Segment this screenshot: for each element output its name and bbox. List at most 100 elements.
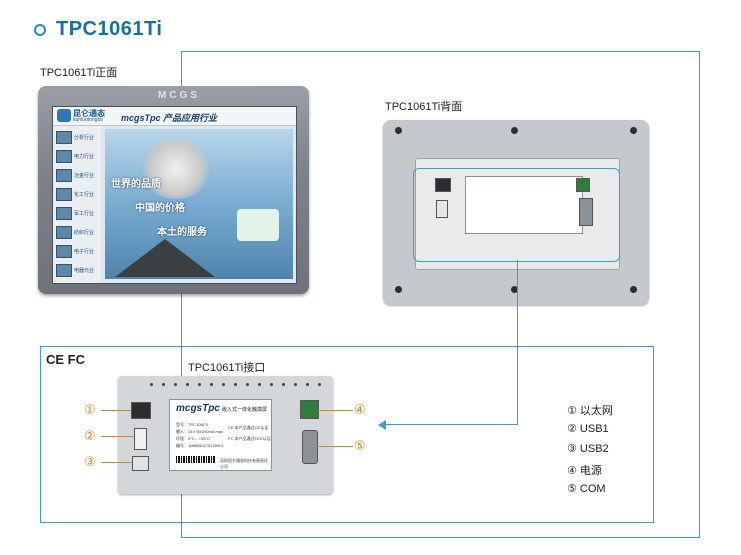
barcode-graphic (176, 456, 216, 463)
thumbnail-icon (56, 244, 72, 258)
screen-menu-item: 电力行业 (56, 149, 100, 163)
screw-icon (630, 127, 637, 134)
callout-leader (101, 462, 132, 463)
power-terminal (300, 400, 319, 419)
sticker-model: 型号：TPC1061Ti (176, 422, 209, 427)
usb2-port (132, 456, 149, 471)
screen-menu-item: 电器元业 (56, 263, 100, 277)
vent-hole (282, 383, 285, 386)
brand-logo-icon (57, 109, 71, 122)
volcano-graphic (115, 239, 215, 277)
product-label-sticker: mcgsTpc 嵌入式一体化触摸屏 型号：TPC1061Ti 输入：24V 90… (169, 399, 272, 471)
hero-line-1: 世界的品质 (111, 179, 161, 190)
back-highlight-frame (413, 168, 620, 262)
screen-menu: 分析行业 电力行业 冶金行业 化工行业 军工行业 纺织行业 电子行业 电器元业 (53, 126, 101, 283)
usb1-port (134, 428, 147, 450)
vent-hole (294, 383, 297, 386)
arrow-left-icon (378, 420, 386, 430)
callout-leader (317, 446, 353, 447)
legend-power: ④ 电源 (567, 465, 602, 477)
callout-1: ① (84, 402, 96, 417)
vent-hole (258, 383, 261, 386)
callout-2: ② (84, 428, 96, 443)
cert-marks: CE FC (46, 352, 85, 367)
com-port-icon (579, 198, 593, 226)
sticker-fcc: FC 本产品通过FCC认证 (228, 436, 271, 441)
thumbnail-icon (56, 130, 72, 144)
callout-4: ④ (354, 402, 366, 417)
interface-caption: TPC1061Ti接口 (188, 362, 266, 374)
screen-menu-item: 冶金行业 (56, 168, 100, 182)
sticker-input: 输入：24V 90/200mA max (176, 429, 223, 434)
mcgs-logo: MCGS (158, 90, 200, 101)
sticker-maker: 深圳昆仑通态科技有限责任公司 (220, 458, 268, 469)
connector-line (517, 260, 518, 424)
hero-line-3: 本土的服务 (157, 227, 207, 238)
screen-menu-item: 军工行业 (56, 206, 100, 220)
ethernet-port (131, 402, 151, 419)
callout-leader (101, 436, 134, 437)
ash-cloud-graphic (141, 139, 211, 199)
screw-icon (395, 127, 402, 134)
callout-leader (101, 410, 131, 411)
vent-hole (174, 383, 177, 386)
callout-3: ③ (84, 454, 96, 469)
front-caption: TPC1061Ti正面 (40, 67, 118, 79)
legend-usb2: ③ USB2 (567, 443, 609, 455)
screen-hero-image: 世界的品质 中国的价格 本土的服务 (105, 129, 293, 279)
thumbnail-icon (56, 206, 72, 220)
vent-hole (234, 383, 237, 386)
vent-hole (162, 383, 165, 386)
screen-menu-item: 纺织行业 (56, 225, 100, 239)
circle-bullet-icon (34, 23, 46, 36)
device-screen: 昆仑通态 kunluntongtai mcgsTpc 产品应用行业 分析行业 电… (52, 106, 297, 284)
vent-hole (318, 383, 321, 386)
usb-port-icon (436, 200, 448, 218)
screen-banner: mcgsTpc 产品应用行业 (121, 113, 218, 123)
screen-menu-item: 化工行业 (56, 187, 100, 201)
screw-icon (630, 286, 637, 293)
vent-hole (246, 383, 249, 386)
sticker-temp: 环境：0°C…+45°C (176, 436, 210, 441)
hero-line-2: 中国的价格 (135, 203, 185, 214)
connector-line (386, 424, 518, 425)
sticker-ce: CE 本产品通过CE认证 (228, 425, 269, 430)
front-device-image: MCGS 昆仑通态 kunluntongtai mcgsTpc 产品应用行业 分… (38, 86, 309, 294)
screen-menu-item: 分析行业 (56, 130, 100, 144)
thumbnail-icon (56, 149, 72, 163)
badge-graphic (237, 209, 279, 241)
legend-com: ⑤ COM (567, 483, 606, 495)
screen-brand-sub: kunluntongtai (73, 117, 103, 123)
sticker-serial: 编号：1906060170130001 (176, 443, 224, 448)
screen-header: 昆仑通态 kunluntongtai mcgsTpc 产品应用行业 (53, 107, 296, 126)
back-device-image (383, 120, 649, 305)
screw-icon (511, 286, 518, 293)
connector-frame (181, 51, 700, 538)
thumbnail-icon (56, 225, 72, 239)
product-title: TPC1061Ti (56, 18, 163, 40)
sticker-tag: 嵌入式一体化触摸屏 (222, 407, 268, 413)
vent-hole (198, 383, 201, 386)
screen-menu-item: 电子行业 (56, 244, 100, 258)
legend-usb1: ② USB1 (567, 423, 609, 435)
screw-icon (395, 286, 402, 293)
sticker-title: mcgsTpc (176, 403, 220, 414)
vent-hole (186, 383, 189, 386)
back-sticker (465, 176, 583, 234)
legend-ethernet: ① 以太网 (567, 405, 613, 417)
back-caption: TPC1061Ti背面 (385, 101, 463, 113)
vent-hole (270, 383, 273, 386)
page-title: TPC1061Ti (34, 18, 162, 41)
thumbnail-icon (56, 263, 72, 277)
screw-icon (511, 127, 518, 134)
screen-brand: 昆仑通态 (73, 109, 105, 118)
thumbnail-icon (56, 168, 72, 182)
thumbnail-icon (56, 187, 72, 201)
callout-5: ⑤ (354, 438, 366, 453)
vent-hole (210, 383, 213, 386)
vent-hole (222, 383, 225, 386)
vent-hole (150, 383, 153, 386)
vent-hole (306, 383, 309, 386)
power-terminal-icon (576, 178, 590, 192)
com-port (302, 430, 318, 464)
